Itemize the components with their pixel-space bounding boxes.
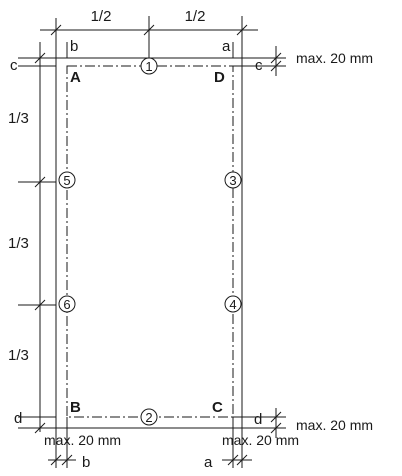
corner-label-a: A [70, 69, 81, 86]
inner-dashdot-rectangle [66, 65, 234, 418]
offset-c-right: c [255, 57, 263, 74]
tick [34, 176, 46, 188]
point-5-label: 5 [63, 173, 70, 188]
offset-b-bottom: b [82, 454, 90, 471]
tick [270, 411, 282, 423]
point-4-label: 4 [229, 297, 236, 312]
tick [236, 24, 248, 36]
offset-d-left: d [14, 410, 22, 427]
point-3-label: 3 [229, 173, 236, 188]
outer-rectangle [55, 57, 243, 429]
tick [270, 52, 282, 64]
tick [236, 454, 248, 466]
corner-label-b: B [70, 399, 81, 416]
point-6-circle [58, 295, 76, 313]
tick [50, 454, 62, 466]
point-1-label: 1 [145, 59, 152, 74]
offset-c-left: c [10, 57, 18, 74]
offset-b-top: b [70, 38, 78, 55]
tick [34, 52, 46, 64]
tick [50, 24, 62, 36]
left-fraction-1: 1/3 [8, 110, 29, 127]
tick [34, 299, 46, 311]
offset-a-top: a [222, 38, 231, 55]
top-fraction-left: 1/2 [91, 8, 112, 25]
point-6-label: 6 [63, 297, 70, 312]
max-label-bottom-left: max. 20 mm [44, 432, 121, 448]
max-label-bottom-center: max. 20 mm [222, 432, 299, 448]
tick [270, 422, 282, 434]
corner-label-c: C [212, 399, 223, 416]
point-2-circle [140, 408, 158, 426]
offset-d-right: d [254, 411, 262, 428]
tick [61, 454, 73, 466]
left-fraction-2: 1/3 [8, 235, 29, 252]
point-4-circle [224, 295, 242, 313]
tick [270, 60, 282, 72]
max-label-top-right: max. 20 mm [296, 50, 373, 66]
tick [34, 422, 46, 434]
tick [227, 454, 239, 466]
corner-label-d: D [214, 69, 225, 86]
point-1-circle [140, 57, 158, 75]
offset-a-bottom: a [204, 454, 213, 471]
left-fraction-3: 1/3 [8, 347, 29, 364]
top-fraction-right: 1/2 [185, 8, 206, 25]
tick [143, 24, 155, 36]
point-2-label: 2 [145, 410, 152, 425]
max-label-bottom-right: max. 20 mm [296, 417, 373, 433]
point-5-circle [58, 171, 76, 189]
point-3-circle [224, 171, 242, 189]
